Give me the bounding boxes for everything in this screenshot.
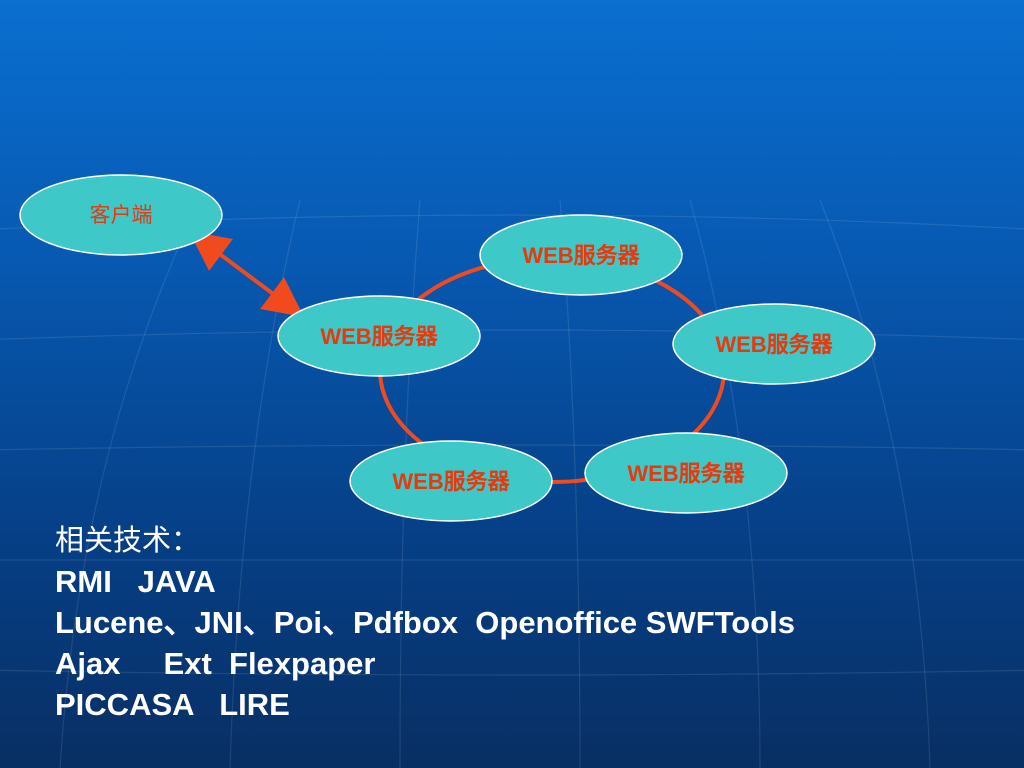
tech-line: Ajax Ext Flexpaper: [55, 646, 376, 681]
server-node-bottom-right: WEB服务器: [584, 432, 788, 514]
server-label: WEB服务器: [627, 461, 745, 486]
server-node-bottom-left: WEB服务器: [349, 440, 553, 522]
server-label: WEB服务器: [392, 469, 510, 494]
client-node: 客户端: [19, 174, 223, 256]
client-server-arrow: [188, 231, 305, 317]
server-node-left: WEB服务器: [277, 295, 481, 377]
server-label: WEB服务器: [715, 332, 833, 357]
tech-heading: 相关技术：: [55, 523, 201, 557]
server-node-top: WEB服务器: [479, 214, 683, 296]
server-node-right: WEB服务器: [672, 303, 876, 385]
client-label: 客户端: [90, 204, 153, 227]
tech-line: Lucene、JNI、Poi、Pdfbox Openoffice SWFTool…: [55, 605, 796, 640]
related-technologies: 相关技术： RMI JAVA Lucene、JNI、Poi、Pdfbox Ope…: [55, 520, 1015, 725]
server-label: WEB服务器: [522, 243, 640, 268]
tech-line: RMI JAVA: [55, 564, 216, 599]
server-label: WEB服务器: [320, 324, 438, 349]
tech-line: PICCASA LIRE: [55, 687, 290, 722]
